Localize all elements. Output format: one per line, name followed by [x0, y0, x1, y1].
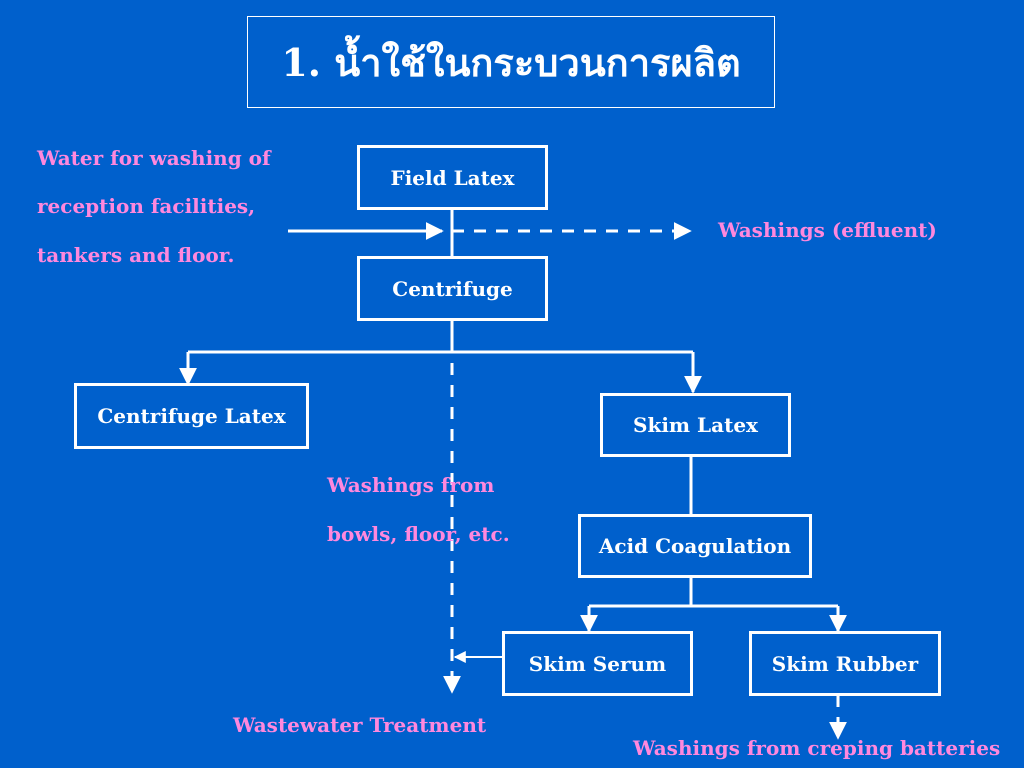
note-creping-batteries: Washings from creping batteries — [633, 736, 1001, 760]
note-water-line1: Water for washing of — [37, 146, 271, 170]
note-water-line3: tankers and floor. — [37, 243, 235, 267]
node-centrifuge: Centrifuge — [357, 256, 548, 321]
node-skim-rubber: Skim Rubber — [749, 631, 941, 696]
node-centrifuge-latex: Centrifuge Latex — [74, 383, 309, 449]
note-wastewater-treatment: Wastewater Treatment — [233, 713, 487, 737]
page-title: 1. น้ำใช้ในกระบวนการผลิต — [247, 16, 775, 108]
note-water-line2: reception facilities, — [37, 194, 256, 218]
note-bowls-line2: bowls, floor, etc. — [327, 522, 510, 546]
note-washings-effluent: Washings (effluent) — [718, 218, 937, 242]
note-bowls-line1: Washings from — [327, 473, 495, 497]
node-acid-coagulation: Acid Coagulation — [578, 514, 812, 578]
node-skim-serum: Skim Serum — [502, 631, 693, 696]
node-field-latex: Field Latex — [357, 145, 548, 210]
node-skim-latex: Skim Latex — [600, 393, 791, 457]
